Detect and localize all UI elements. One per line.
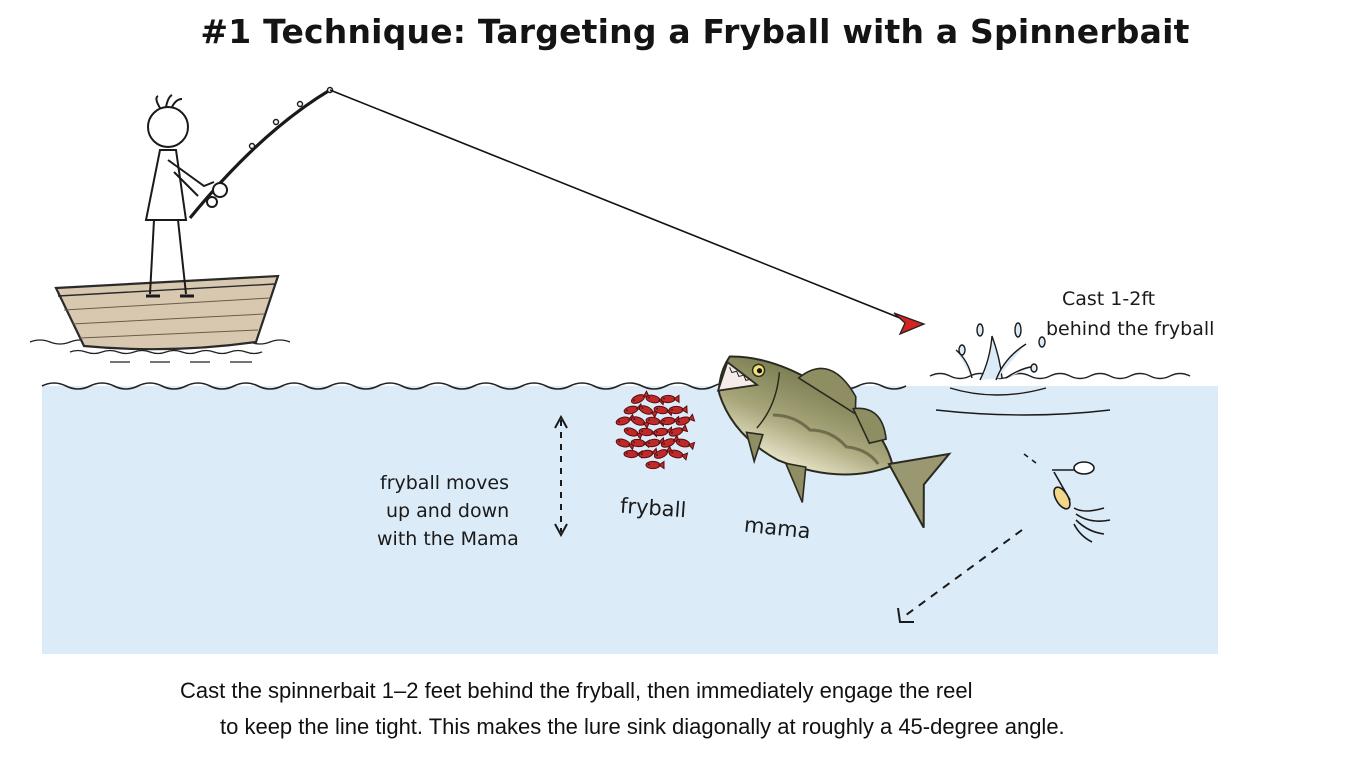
angler-figure [144,94,215,298]
splash [935,322,1111,416]
water-body [42,386,1218,654]
sink-diagonal-arrow [897,529,1023,623]
diagram-title: #1 Technique: Targeting a Fryball with a… [200,12,1190,51]
bass-fish [716,355,952,529]
fryball-moves-label-line1: fryball moves [380,472,510,494]
fishing-line [329,89,911,323]
fishing-rod [188,86,334,220]
cast-distance-label-line1: Cast 1-2ft [1062,288,1156,310]
caption-line2: to keep the line tight. This makes the l… [220,714,1065,739]
surface-ripple-line [929,372,1191,380]
cast-arrow-head [893,312,926,336]
spinnerbait-lure [1023,453,1111,543]
up-down-arrow [554,414,568,538]
fryball-moves-label-line3: with the Mama [377,528,519,550]
fryball-moves-label-line2: up and down [386,500,510,522]
fryball-label: fryball [619,493,688,523]
caption-line1: Cast the spinnerbait 1–2 feet behind the… [180,678,973,703]
boat [54,274,280,351]
cast-distance-label-line2: behind the fryball [1046,318,1215,340]
